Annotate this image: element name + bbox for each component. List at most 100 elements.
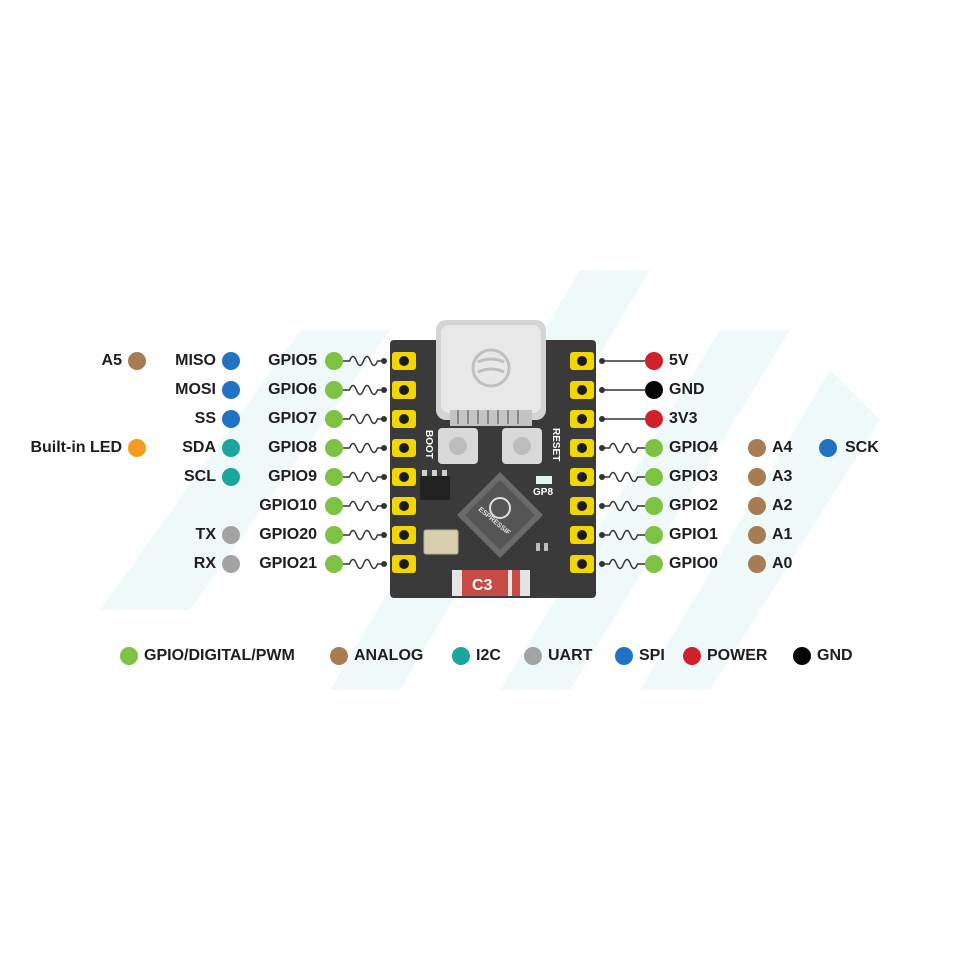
wire — [343, 355, 384, 367]
gnd-dot — [645, 381, 663, 399]
uart-dot — [222, 555, 240, 573]
spi-dot — [222, 410, 240, 428]
boot-button-icon — [438, 428, 478, 464]
legend-gpio-dot — [120, 647, 138, 665]
usb-c-connector-icon — [436, 320, 546, 426]
right-header-pads — [570, 352, 594, 573]
header-pad — [392, 381, 416, 399]
gpio-label: GPIO10 — [259, 497, 317, 514]
pin-label: GPIO2 — [669, 497, 718, 514]
gpio-label: GPIO8 — [268, 439, 317, 456]
header-pad — [570, 555, 594, 573]
regulator-icon — [420, 470, 450, 500]
legend-gnd-label: GND — [817, 647, 853, 664]
pin-label: GPIO3 — [669, 468, 718, 485]
pin-label: GPIO1 — [669, 526, 718, 543]
gpio-dot — [325, 497, 343, 515]
reset-label: RESET — [550, 428, 561, 461]
wire — [343, 529, 384, 541]
power-dot — [645, 410, 663, 428]
pin-label: GPIO0 — [669, 555, 718, 572]
analog-label: A1 — [772, 526, 793, 543]
crystal-icon — [423, 529, 459, 555]
gpio-dot — [645, 555, 663, 573]
header-pad — [392, 526, 416, 544]
uart-dot — [222, 526, 240, 544]
gpio-dot — [325, 526, 343, 544]
gp8-led-icon — [536, 476, 552, 484]
gpio-dot — [645, 439, 663, 457]
legend-power-label: POWER — [707, 647, 768, 664]
gpio-label: GPIO9 — [268, 468, 317, 485]
extra-label: A5 — [101, 352, 122, 369]
analog-dot — [748, 468, 766, 486]
wire — [343, 384, 384, 396]
function-label: SDA — [182, 439, 216, 456]
extra-label: Built-in LED — [30, 439, 122, 456]
wire — [343, 413, 384, 425]
header-pad — [392, 468, 416, 486]
reset-button-icon — [502, 428, 542, 464]
header-pad — [392, 555, 416, 573]
wire-end — [381, 561, 387, 567]
gp8-label: GP8 — [533, 487, 553, 498]
function-label: MOSI — [175, 381, 216, 398]
legend-spi-dot — [615, 647, 633, 665]
gpio-label: GPIO7 — [268, 410, 317, 427]
header-pad — [570, 381, 594, 399]
analog-label: A4 — [772, 439, 793, 456]
spi-dot — [222, 352, 240, 370]
wire-end — [381, 387, 387, 393]
gpio-dot — [645, 526, 663, 544]
header-pad — [392, 439, 416, 457]
header-pad — [570, 352, 594, 370]
boot-label: BOOT — [423, 430, 434, 459]
wire — [343, 442, 384, 454]
analog-dot — [748, 555, 766, 573]
spi-dot — [222, 381, 240, 399]
analog-label: A3 — [772, 468, 793, 485]
left-header-pads — [392, 352, 416, 573]
wire — [602, 442, 645, 454]
wire — [343, 558, 384, 570]
gpio-dot — [325, 410, 343, 428]
analog-dot — [748, 526, 766, 544]
pin-label: 3V3 — [669, 410, 698, 427]
wire — [343, 471, 384, 483]
gpio-dot — [325, 439, 343, 457]
wire-end — [381, 474, 387, 480]
legend-spi-label: SPI — [639, 647, 665, 664]
capacitor-icon — [536, 543, 540, 551]
pin-wires — [343, 355, 645, 570]
header-pad — [570, 497, 594, 515]
pin-label: 5V — [669, 352, 689, 369]
legend-analog-dot — [330, 647, 348, 665]
wire-end — [381, 358, 387, 364]
gpio-dot — [325, 352, 343, 370]
pin-label: GND — [669, 381, 705, 398]
spi-dot — [819, 439, 837, 457]
analog-label: A0 — [772, 555, 793, 572]
wire — [602, 500, 645, 512]
legend-uart-label: UART — [548, 647, 593, 664]
header-pad — [392, 410, 416, 428]
analog-dot — [748, 497, 766, 515]
legend-power-dot — [683, 647, 701, 665]
wire-end — [381, 445, 387, 451]
function-label: SS — [194, 410, 216, 427]
gpio-dot — [325, 468, 343, 486]
legend-analog-label: ANALOG — [354, 647, 424, 664]
wire-end — [381, 416, 387, 422]
wire — [602, 529, 645, 541]
i2c-dot — [222, 439, 240, 457]
i2c-dot — [222, 468, 240, 486]
header-pad — [392, 352, 416, 370]
gpio-label: GPIO21 — [259, 555, 317, 572]
function-label: RX — [193, 555, 216, 572]
header-pad — [570, 439, 594, 457]
wire — [343, 500, 384, 512]
header-pad — [570, 526, 594, 544]
c3-antenna — [452, 570, 530, 596]
function-label: MISO — [175, 352, 216, 369]
